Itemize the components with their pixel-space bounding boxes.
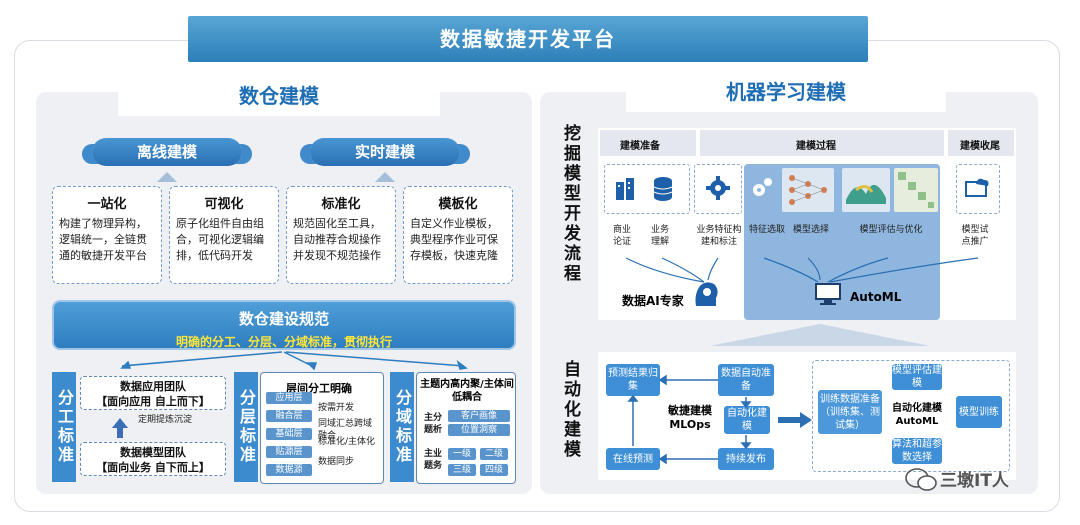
connector-triangle — [710, 324, 930, 346]
expert-label: 数据AI专家 — [622, 292, 684, 309]
card-onestop: 一站化 构建了物理异构，逻辑统一，全链贯通的敏捷开发平台 — [52, 186, 162, 284]
layer-note-3: 标准化/主体化 — [318, 436, 380, 448]
building-icon — [614, 176, 638, 202]
domain-item: 一级 — [448, 448, 476, 460]
card-desc: 自定义作业模板，典型程序作业可保存模板，快速克隆 — [410, 216, 506, 264]
automl-label: AutoML — [850, 290, 901, 304]
team-model-sub: 【面向业务 自下而上】 — [81, 460, 225, 475]
layering-label: 分层标准 — [234, 372, 258, 482]
stage-close: 建模收尾 — [960, 137, 1000, 152]
step-feature-build: 业务特征构建和标注 — [694, 224, 744, 248]
card-desc: 规范固化至工具，自动推荐合规操作并发现不规范操作 — [293, 216, 389, 264]
automl-center-sub: AutoML — [884, 415, 950, 428]
neural-net-icon — [782, 168, 834, 212]
card-title: 模板化 — [410, 193, 506, 212]
domain-item: 客户画像 — [448, 410, 510, 422]
automl-center-title: 自动化建模 — [884, 402, 950, 415]
layer-source: 贴源层 — [266, 446, 312, 458]
big-arrow-icon — [778, 412, 812, 428]
gear-icon — [706, 176, 730, 200]
step-business-case: 商业论证 — [610, 224, 634, 248]
train-data-box: 训练数据准备（训练集、测试集） — [818, 390, 882, 434]
automl-center: 自动化建模 AutoML — [884, 402, 950, 428]
surface-plot-icon — [842, 168, 890, 212]
team-app-sub: 【面向应用 自上而下】 — [81, 394, 225, 409]
model-train-box: 模型训练 — [956, 396, 1002, 428]
expert-head-icon — [690, 278, 720, 308]
domain-item: 四级 — [480, 464, 508, 476]
team-app-title: 数据应用团队 — [81, 379, 225, 394]
domain-group-1: 主分题析 — [424, 412, 444, 436]
left-panel-title: 数仓建模 — [118, 76, 440, 116]
card-visual: 可视化 原子化组件自由组合，可视化逻辑编排，低代码开发 — [169, 186, 279, 284]
auto-label: 自动化建模 — [558, 360, 583, 470]
team-model-box: 数据模型团队 【面向业务 自下而上】 — [80, 442, 226, 476]
card-desc: 原子化组件自由组合，可视化逻辑编排，低代码开发 — [176, 216, 272, 264]
refine-note: 定期提炼沉淀 — [138, 414, 212, 426]
page-title: 数据敏捷开发平台 — [188, 16, 868, 62]
layer-app: 应用层 — [266, 392, 312, 404]
flow-arrows — [600, 360, 790, 476]
layer-note-1: 按需开发 — [318, 402, 380, 414]
step-feature-select: 特征选取 — [746, 224, 788, 236]
stage-prep: 建模准备 — [620, 137, 660, 152]
spec-banner: 数仓建设规范 明确的分工、分层、分域标准，贯彻执行 — [52, 300, 516, 350]
realtime-cloud: 实时建模 — [310, 138, 460, 166]
card-desc: 构建了物理异构，逻辑统一，全链贯通的敏捷开发平台 — [59, 216, 155, 264]
layer-fusion: 融合层 — [266, 410, 312, 422]
domain-item: 三级 — [448, 464, 476, 476]
mining-label: 挖掘模型开发流程 — [558, 124, 583, 304]
spec-arrows — [52, 350, 516, 372]
layer-note-4: 数据同步 — [318, 456, 380, 468]
matrix-icon — [894, 168, 938, 212]
right-panel-title: 机器学习建模 — [626, 72, 946, 112]
division-label: 分工标准 — [52, 372, 76, 482]
step-model-eval: 模型评估与优化 — [856, 224, 926, 236]
layer-base: 基础层 — [266, 428, 312, 440]
layer-datasource: 数据源 — [266, 464, 312, 476]
domain-head: 主题内高内聚/主体间低耦合 — [420, 378, 514, 404]
algo-select-box: 算法和超参数选择 — [892, 438, 942, 464]
step-business-understanding: 业务理解 — [648, 224, 672, 248]
card-title: 可视化 — [176, 193, 272, 212]
spec-subtitle: 明确的分工、分层、分域标准，贯彻执行 — [54, 333, 514, 350]
up-arrow-icon — [157, 172, 177, 182]
card-template: 模板化 自定义作业模板，典型程序作业可保存模板，快速克隆 — [403, 186, 513, 284]
domain-item: 位置洞察 — [448, 424, 510, 436]
step-model-select: 模型选择 — [788, 224, 834, 236]
card-title: 标准化 — [293, 193, 389, 212]
wechat-icon — [904, 466, 938, 492]
step-pilot: 模型试点推广 — [958, 224, 992, 248]
team-app-box: 数据应用团队 【面向应用 自上而下】 — [80, 376, 226, 410]
computer-icon — [814, 282, 842, 306]
database-icon — [652, 176, 674, 202]
model-eval-box: 模型评估建模 — [892, 364, 942, 390]
cloud-monitor-icon — [964, 174, 992, 202]
gears-icon — [750, 176, 774, 200]
stage-process: 建模过程 — [796, 137, 836, 152]
up-arrow-icon — [112, 418, 128, 428]
watermark: 三墩IT人 — [940, 466, 1009, 491]
process-arrows — [598, 246, 1016, 286]
domain-item: 二级 — [480, 448, 508, 460]
team-model-title: 数据模型团队 — [81, 445, 225, 460]
domain-label: 分域标准 — [390, 372, 414, 482]
card-title: 一站化 — [59, 193, 155, 212]
offline-cloud: 离线建模 — [92, 138, 242, 166]
up-arrow-icon — [375, 172, 395, 182]
spec-title: 数仓建设规范 — [54, 308, 514, 329]
card-standard: 标准化 规范固化至工具，自动推荐合规操作并发现不规范操作 — [286, 186, 396, 284]
domain-group-2: 主业题务 — [424, 448, 444, 472]
